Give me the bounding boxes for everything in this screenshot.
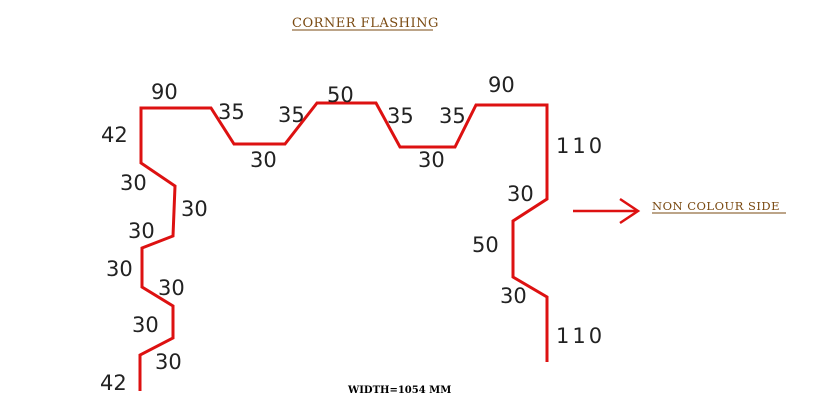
dimension-label: 30 bbox=[120, 171, 147, 195]
drawing-title: CORNER FLASHING bbox=[292, 16, 439, 31]
dimension-label: 30 bbox=[500, 284, 527, 308]
dimension-label: 30 bbox=[106, 257, 133, 281]
arrow-head bbox=[619, 197, 641, 225]
dimension-label: 35 bbox=[439, 104, 466, 128]
dimension-label: 42 bbox=[100, 371, 127, 395]
dimension-label: 30 bbox=[132, 313, 159, 337]
dimension-label: 90 bbox=[488, 73, 515, 97]
dimension-label: 30 bbox=[250, 148, 277, 172]
dimension-label: 30 bbox=[158, 276, 185, 300]
dimension-label: 110 bbox=[556, 324, 605, 348]
dimension-label: 50 bbox=[472, 233, 499, 257]
flashing-profile-line bbox=[138, 101, 549, 391]
dimension-label: 90 bbox=[151, 80, 178, 104]
dimension-label: 30 bbox=[155, 350, 182, 374]
dimension-label: 35 bbox=[218, 100, 245, 124]
dimension-label: 50 bbox=[327, 83, 354, 107]
dimension-label: 110 bbox=[556, 134, 605, 158]
dimension-label: 35 bbox=[387, 104, 414, 128]
dimension-label: 30 bbox=[507, 182, 534, 206]
dimension-label: 30 bbox=[418, 148, 445, 172]
dimension-label: 35 bbox=[278, 103, 305, 127]
dimension-label: 30 bbox=[181, 197, 208, 221]
dimension-label: 30 bbox=[128, 219, 155, 243]
width-note: WIDTH=1054 MM bbox=[347, 385, 451, 396]
non-colour-side-label: NON COLOUR SIDE bbox=[652, 199, 780, 213]
dimension-label: 42 bbox=[101, 123, 128, 147]
